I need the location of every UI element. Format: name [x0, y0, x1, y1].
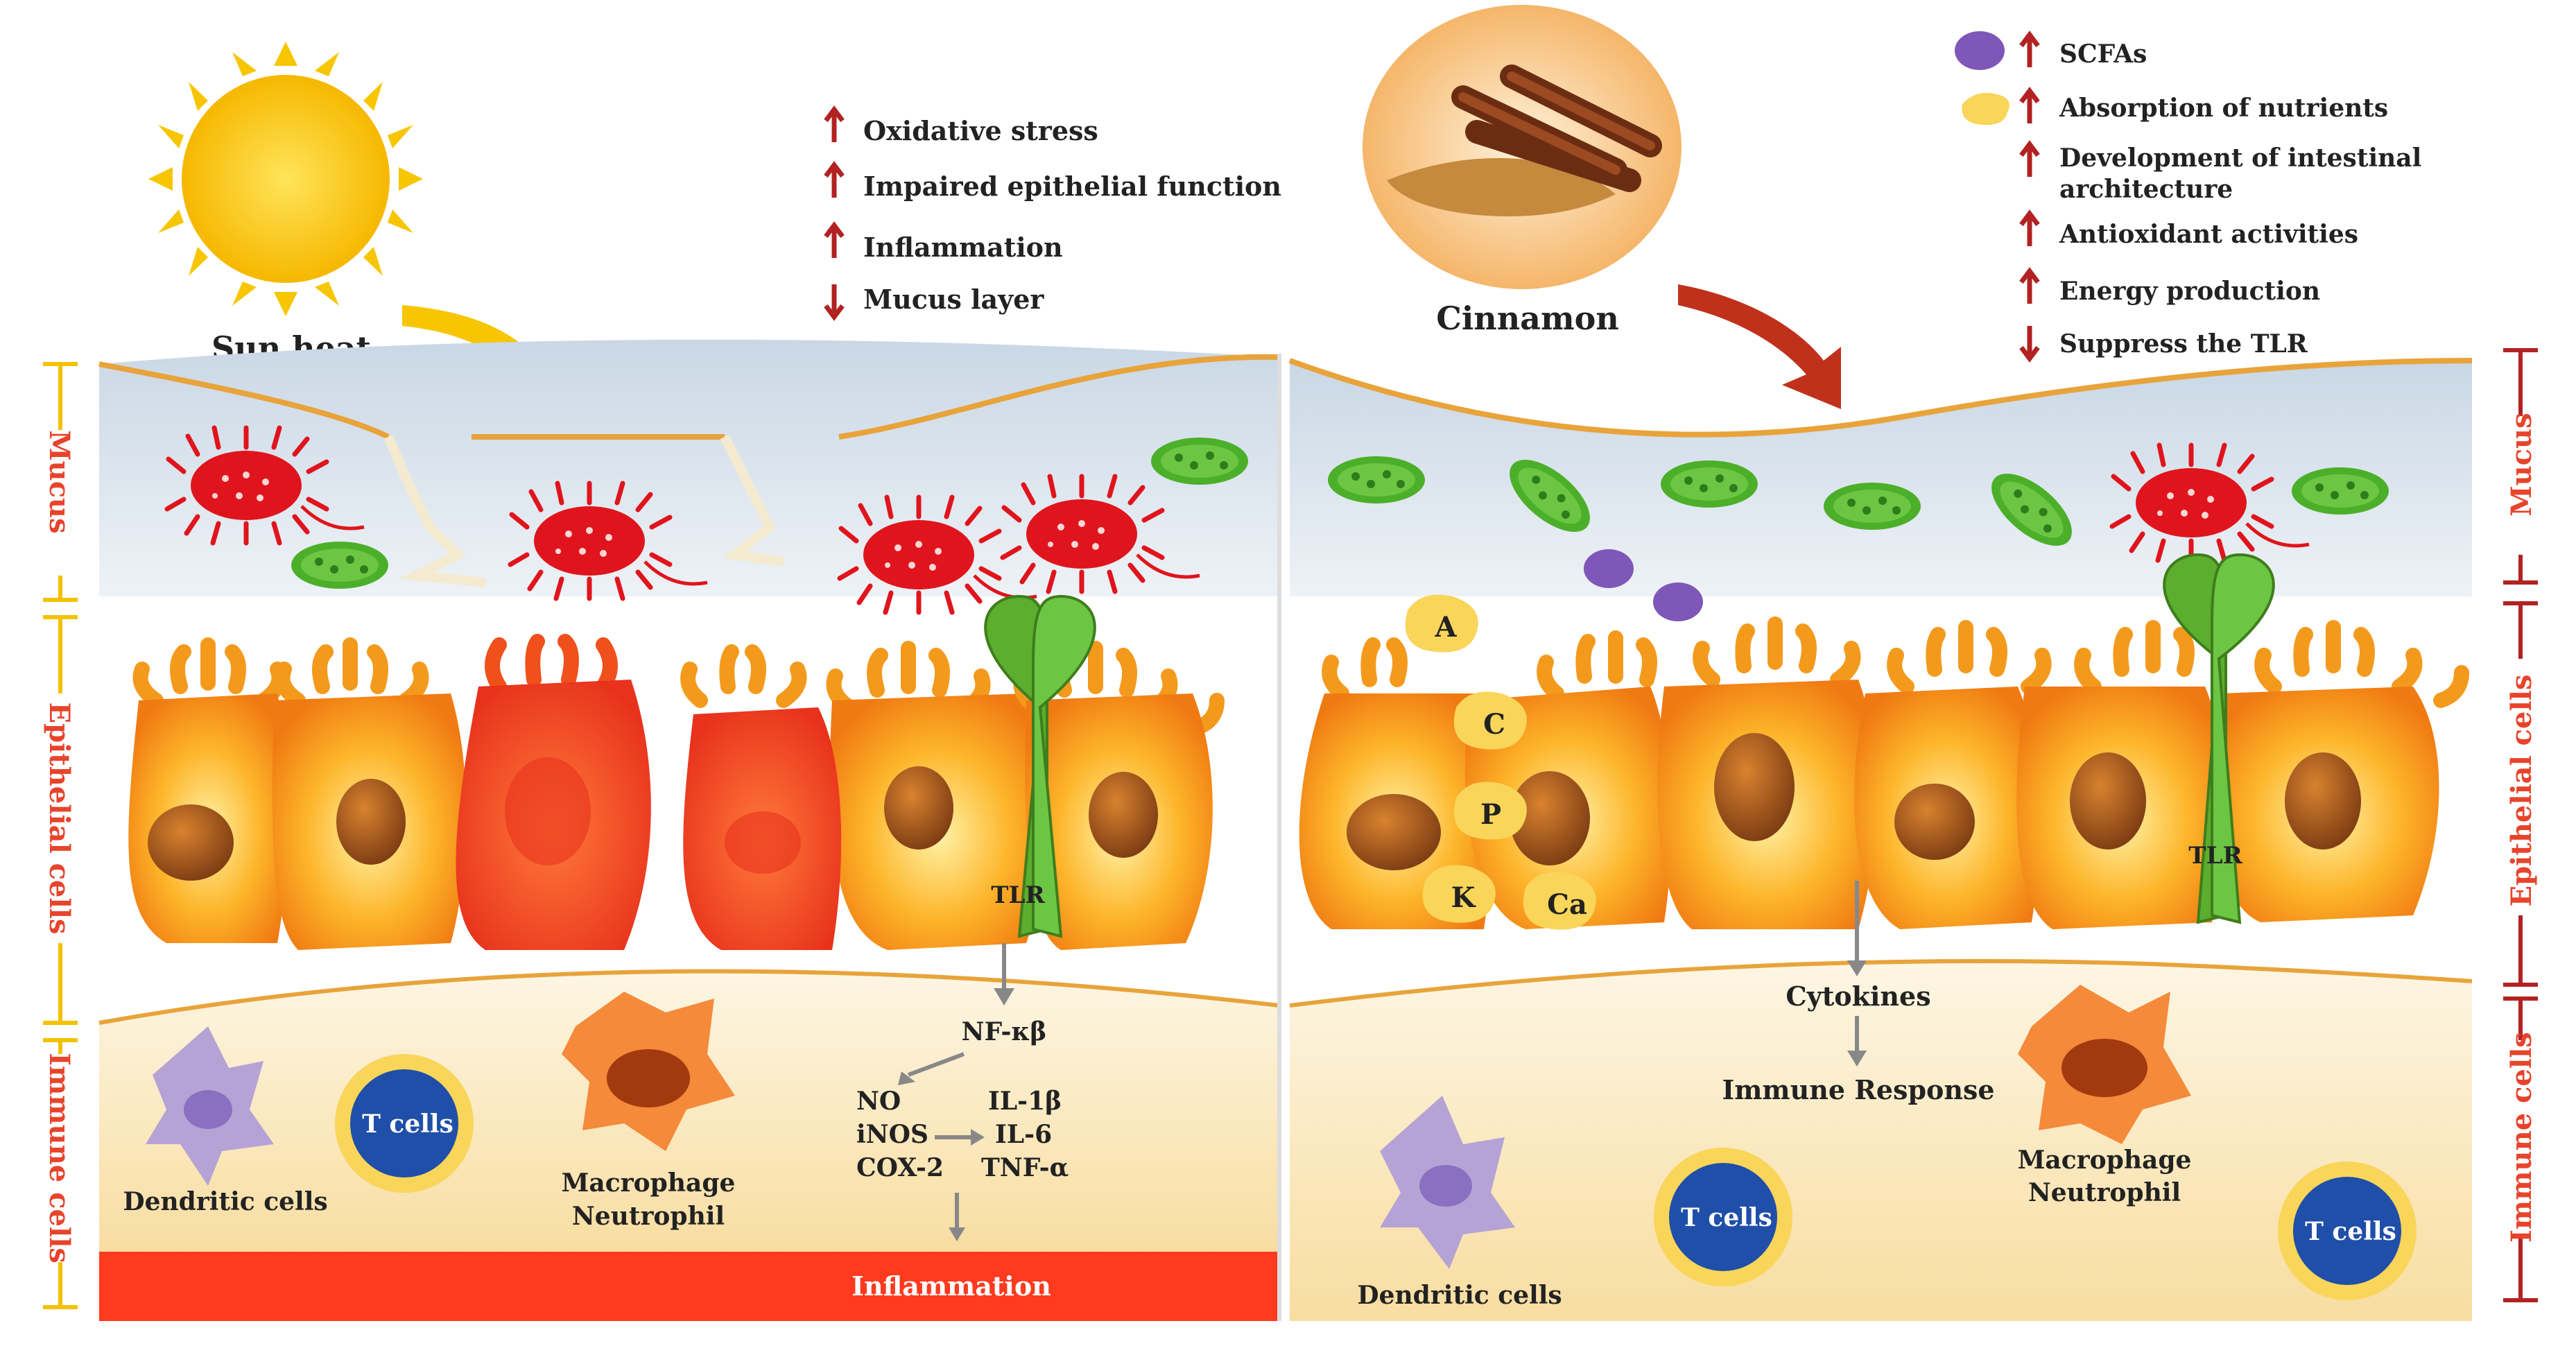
t-cells-label: T cells — [1681, 1203, 1772, 1232]
commensal-bacteria-icon — [291, 542, 388, 589]
epithelial-side-label: Epithelial cells — [43, 702, 76, 935]
effect-energy: Energy production — [2059, 277, 2320, 306]
nutrient-a-label: A — [1434, 611, 1457, 644]
effect-mucus-layer: Mucus layer — [863, 284, 1044, 315]
right-effects-list: SCFAs Absorption of nutrients Developmen… — [1955, 31, 2421, 363]
mucus-side-label: Mucus — [43, 430, 76, 533]
immune-response-label: Immune Response — [1722, 1074, 1994, 1105]
mediator-label: NO — [856, 1087, 901, 1116]
effect-development: Development of intestinal — [2059, 144, 2421, 173]
nutrient-blob-icon — [1422, 865, 1496, 923]
sun-icon — [148, 42, 423, 316]
epithelial-side-label: Epithelial cells — [2505, 675, 2538, 907]
mediators-list: NO iNOS COX-2 — [856, 1087, 944, 1182]
macrophage-label: Macrophage — [562, 1168, 736, 1198]
dendritic-cells-label: Dendritic cells — [123, 1187, 327, 1216]
inflammation-bar — [99, 1252, 1279, 1321]
effect-impaired-epithelial: Impaired epithelial function — [863, 171, 1281, 202]
t-cell-icon — [335, 1054, 474, 1193]
nutrient-blob-icon — [1453, 691, 1527, 750]
t-cell-icon — [1654, 1148, 1792, 1286]
left-effects-list: Oxidative stress Impaired epithelial fun… — [824, 105, 1281, 321]
nutrient-blob-icon — [1405, 594, 1478, 653]
nutrient-blob-icon — [1523, 872, 1596, 930]
commensal-bacteria-icon — [1328, 456, 1425, 503]
t-cell-icon — [2278, 1162, 2417, 1300]
cinnamon-arrow-icon — [1678, 284, 1841, 409]
effect-development-line2: architecture — [2059, 175, 2233, 204]
effect-up-arrow-icon — [824, 221, 845, 258]
neutrophil-label: Neutrophil — [572, 1202, 725, 1231]
commensal-bacteria-icon — [1151, 438, 1248, 485]
inflammation-outcome-label: Inflammation — [852, 1270, 1051, 1302]
mediator-label: iNOS — [856, 1120, 928, 1149]
scfa-dot-icon — [1955, 31, 2005, 70]
scfa-dot-icon — [1653, 583, 1703, 621]
nutrient-blob-icon — [1453, 782, 1527, 840]
effect-down-arrow-icon — [2019, 326, 2040, 363]
right-layer-brackets — [2503, 348, 2538, 1302]
effect-antioxidant: Antioxidant activities — [2059, 220, 2358, 249]
pathway-arrows — [898, 943, 1014, 1241]
cinnamon-label: Cinnamon — [1436, 300, 1619, 337]
effect-up-arrow-icon — [2019, 87, 2040, 123]
effect-down-arrow-icon — [824, 284, 845, 321]
left-epithelial-cells — [128, 634, 1225, 950]
effect-up-arrow-icon — [824, 161, 845, 198]
right-panel: Cinnamon SCFAs Absorption of nutrients D… — [1288, 5, 2538, 1321]
effect-inflammation: Inflammation — [863, 232, 1063, 263]
neutrophil-label: Neutrophil — [2028, 1178, 2181, 1207]
nfkb-label: NF-κβ — [962, 1017, 1047, 1046]
macrophage-label: Macrophage — [2018, 1146, 2192, 1175]
nutrient-k-label: K — [1451, 881, 1476, 914]
mucus-side-label: Mucus — [2505, 413, 2538, 516]
cytokine-list: IL-1β IL-6 TNF-α — [981, 1087, 1069, 1182]
left-panel: Sun heat Oxidative stress Impaired epith… — [43, 42, 1281, 1321]
dendritic-cells-label: Dendritic cells — [1357, 1281, 1562, 1310]
effect-up-arrow-icon — [2019, 140, 2040, 177]
commensal-bacteria-icon — [1661, 460, 1758, 508]
immune-side-label: Immune cells — [43, 1053, 76, 1263]
t-cells-label: T cells — [2305, 1217, 2396, 1246]
right-epithelial-cells — [1299, 616, 2469, 929]
immune-side-label: Immune cells — [2505, 1032, 2538, 1243]
right-immune-region — [1290, 961, 2472, 1321]
effect-suppress-tlr: Suppress the TLR — [2059, 329, 2308, 359]
tlr-receptor-icon — [984, 594, 1096, 938]
left-layer-brackets — [43, 362, 78, 1309]
effect-oxidative-stress: Oxidative stress — [863, 115, 1098, 146]
commensal-bacteria-icon — [1824, 483, 1921, 530]
nutrient-ca-label: Ca — [1547, 888, 1587, 921]
effect-up-arrow-icon — [2019, 267, 2040, 304]
effect-up-arrow-icon — [824, 105, 845, 142]
effect-up-arrow-icon — [2019, 209, 2040, 246]
cytokine-label: IL-6 — [995, 1120, 1052, 1149]
nutrient-p-label: P — [1480, 798, 1501, 831]
cytokines-label: Cytokines — [1786, 981, 1930, 1012]
effect-scfas: SCFAs — [2059, 40, 2147, 69]
t-cells-label: T cells — [362, 1110, 453, 1139]
cinnamon-icon — [1363, 5, 1682, 289]
cytokine-arrows — [1847, 881, 1867, 1067]
nutrient-c-label: C — [1483, 708, 1505, 741]
tlr-label: TLR — [2188, 842, 2242, 870]
right-mucus-layer — [1290, 361, 2472, 596]
cytokine-label: TNF-α — [981, 1153, 1069, 1182]
tlr-receptor-icon — [2163, 553, 2275, 924]
nutrient-blobs — [1405, 594, 1596, 930]
nutrient-blob-icon — [1962, 92, 2009, 126]
tlr-label: TLR — [991, 881, 1045, 909]
commensal-bacteria-icon — [2292, 467, 2389, 515]
mediator-label: COX-2 — [856, 1153, 944, 1182]
effect-absorption: Absorption of nutrients — [2059, 94, 2388, 123]
cytokine-label: IL-1β — [988, 1087, 1062, 1116]
scfa-dot-icon — [1584, 549, 1634, 588]
effect-up-arrow-icon — [2019, 31, 2040, 67]
